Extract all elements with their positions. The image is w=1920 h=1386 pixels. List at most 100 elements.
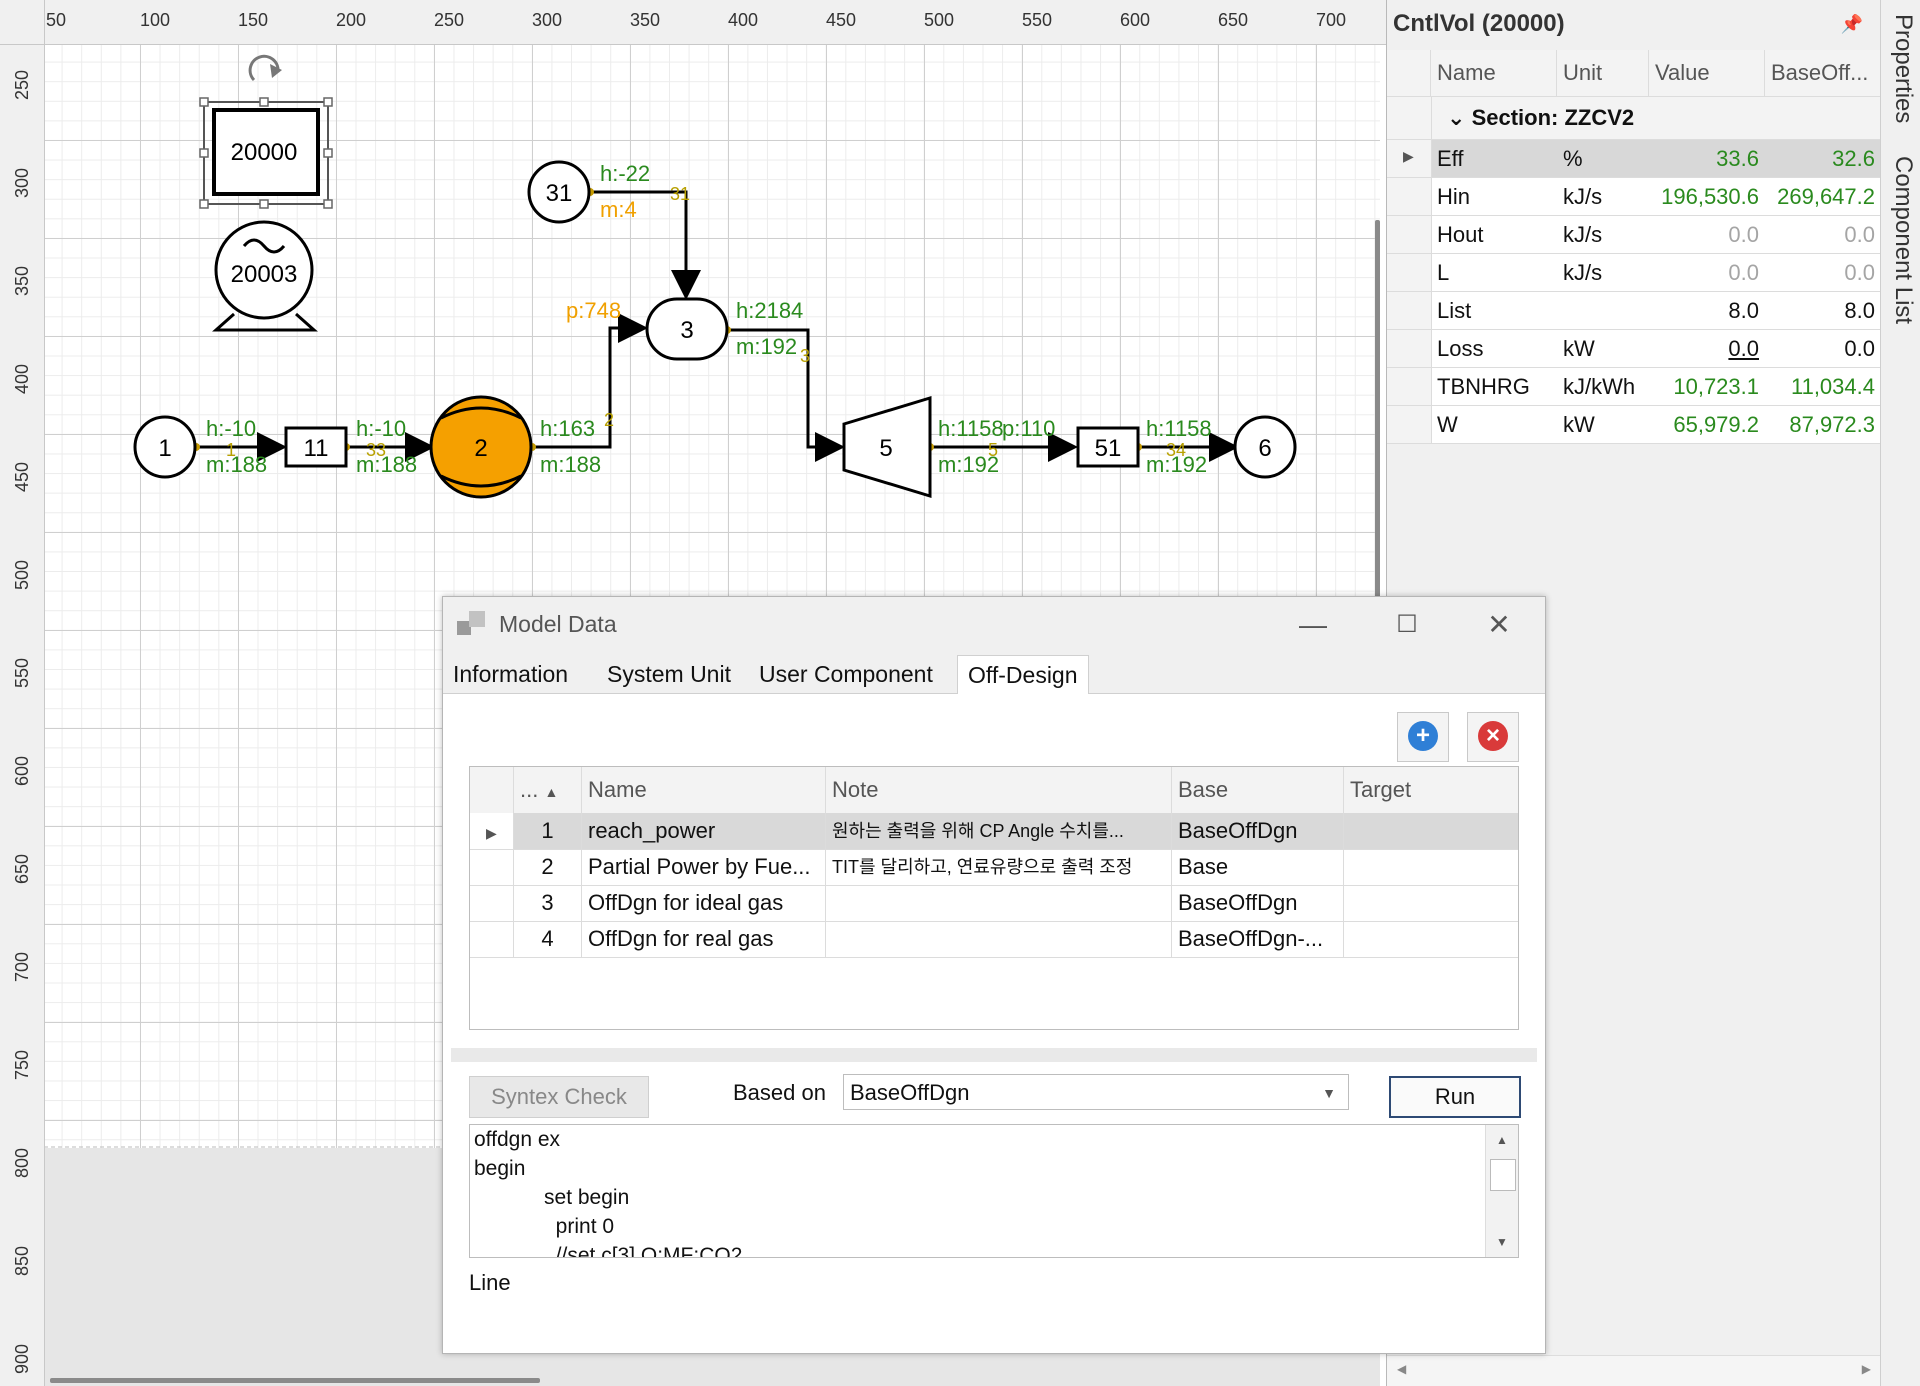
row-note[interactable]	[826, 921, 1172, 957]
property-row[interactable]: Hout kJ/s 0.0 0.0	[1387, 216, 1881, 254]
row-target[interactable]	[1344, 813, 1518, 849]
row-name[interactable]: reach_power	[582, 813, 826, 849]
stream-31-massflow: m:4	[600, 197, 637, 222]
close-icon[interactable]: ✕	[1487, 609, 1511, 640]
property-row[interactable]: W kW 65,979.2 87,972.3	[1387, 406, 1881, 444]
column-header-name[interactable]: Name	[1431, 50, 1557, 96]
component-node-51[interactable]: 51	[1076, 426, 1140, 468]
off-design-panel: + × ... ▲ Name Note Base Target ▶ 1 reac…	[443, 694, 1545, 1353]
table-row[interactable]: 3 OffDgn for ideal gas BaseOffDgn	[470, 885, 1518, 922]
table-row[interactable]: 4 OffDgn for real gas BaseOffDgn-...	[470, 921, 1518, 958]
scroll-left-icon[interactable]: ◀	[1397, 1362, 1407, 1376]
row-note[interactable]: 원하는 출력을 위해 CP Angle 수치를...	[826, 813, 1172, 849]
row-name[interactable]: Partial Power by Fue...	[582, 849, 826, 885]
chevron-down-icon[interactable]: ⌄	[1447, 105, 1466, 130]
minimize-icon[interactable]: —	[1299, 609, 1327, 640]
tab-off-design[interactable]: Off-Design	[957, 655, 1089, 695]
scroll-down-icon[interactable]: ▼	[1496, 1235, 1508, 1249]
node-label-51: 51	[1095, 435, 1122, 462]
property-row[interactable]: ▶ Eff % 33.6 32.6	[1387, 140, 1881, 178]
row-base[interactable]: Base	[1172, 849, 1344, 885]
stream-33-massflow: m:188	[356, 452, 417, 477]
add-button[interactable]: +	[1397, 712, 1449, 762]
column-header-note[interactable]: Note	[826, 767, 1172, 813]
property-name: List	[1437, 298, 1472, 323]
row-name[interactable]: OffDgn for real gas	[582, 921, 826, 957]
row-base[interactable]: BaseOffDgn	[1172, 813, 1344, 849]
ruler-tick-label: 800	[12, 1147, 32, 1178]
script-vertical-scrollbar[interactable]: ▲ ▼	[1485, 1125, 1518, 1257]
table-row[interactable]: ▶ 1 reach_power 원하는 출력을 위해 CP Angle 수치를.…	[470, 813, 1518, 850]
sort-ascending-icon: ▲	[544, 784, 559, 800]
property-unit: kJ/s	[1563, 222, 1603, 247]
scroll-up-icon[interactable]: ▲	[1496, 1133, 1508, 1147]
property-row[interactable]: TBNHRG kJ/kWh 10,723.1 11,034.4	[1387, 368, 1881, 406]
node-label-3: 3	[680, 317, 693, 344]
row-base[interactable]: BaseOffDgn-...	[1172, 921, 1344, 957]
row-note[interactable]: TIT를 달리하고, 연료유량으로 출력 조정	[826, 849, 1172, 885]
row-indent: ▶	[470, 813, 514, 849]
syntax-check-button[interactable]: Syntex Check	[469, 1076, 649, 1118]
run-button[interactable]: Run	[1389, 1076, 1521, 1118]
turbine-node-5[interactable]: 5	[842, 395, 932, 499]
source-node-31[interactable]: 31	[527, 160, 591, 224]
pin-icon[interactable]: 📌	[1840, 14, 1863, 34]
row-name[interactable]: OffDgn for ideal gas	[582, 885, 826, 921]
combustor-node-3[interactable]: 3	[645, 297, 729, 361]
scroll-right-icon[interactable]: ▶	[1861, 1362, 1871, 1376]
canvas-horizontal-scrollbar[interactable]	[50, 1378, 540, 1383]
generator-20003[interactable]: 20003	[212, 220, 318, 332]
column-header-number[interactable]: ... ▲	[514, 767, 582, 813]
column-header-baseoff[interactable]: BaseOff...	[1765, 50, 1881, 96]
row-target[interactable]	[1344, 849, 1518, 885]
column-header-target[interactable]: Target	[1350, 777, 1412, 802]
property-unit: kJ/s	[1563, 260, 1603, 285]
flowsheet-diagram[interactable]: 20000 20003	[0, 0, 1386, 1386]
tab-properties[interactable]: Properties	[1890, 14, 1917, 124]
node-label-20003: 20003	[231, 261, 298, 288]
tab-component-list[interactable]: Component List	[1890, 156, 1917, 325]
rotate-handle-icon[interactable]	[248, 54, 282, 82]
canvas-vertical-scrollbar[interactable]	[1375, 220, 1380, 600]
row-note[interactable]	[826, 885, 1172, 921]
section-row[interactable]: ⌄ Section: ZZCV2	[1387, 97, 1881, 140]
column-header-base[interactable]: Base	[1172, 767, 1344, 813]
column-header-unit[interactable]: Unit	[1557, 50, 1649, 96]
maximize-icon[interactable]: ☐	[1396, 611, 1418, 638]
control-volume-20000[interactable]: 20000	[199, 97, 333, 209]
ruler-tick-label: 400	[728, 10, 759, 30]
column-header-name[interactable]: Name	[582, 767, 826, 813]
property-row[interactable]: Hin kJ/s 196,530.6 269,647.2	[1387, 178, 1881, 216]
row-target[interactable]	[1344, 921, 1518, 957]
tab-system-unit[interactable]: System Unit	[607, 661, 731, 687]
row-expand-icon[interactable]: ▶	[1403, 148, 1414, 164]
source-node-1[interactable]: 1	[133, 415, 197, 479]
scroll-thumb[interactable]	[1490, 1159, 1516, 1191]
stream-1-massflow: m:188	[206, 452, 267, 477]
compressor-node-2[interactable]: 2	[429, 395, 533, 499]
component-node-11[interactable]: 11	[284, 426, 348, 468]
node-label-6: 6	[1258, 435, 1271, 462]
stream-3-id: 3	[800, 346, 810, 366]
tab-information[interactable]: Information	[453, 661, 569, 687]
side-tab-strip: Properties Component List	[1880, 0, 1920, 1386]
stream-31-id: 31	[670, 184, 690, 204]
delete-button[interactable]: ×	[1467, 712, 1519, 762]
row-target[interactable]	[1344, 885, 1518, 921]
property-name: W	[1437, 412, 1458, 437]
sink-node-6[interactable]: 6	[1233, 415, 1297, 479]
row-base[interactable]: BaseOffDgn	[1172, 885, 1344, 921]
tab-user-component[interactable]: User Component	[759, 661, 933, 687]
property-row[interactable]: List 8.0 8.0	[1387, 292, 1881, 330]
property-row[interactable]: Loss kW 0.0 0.0	[1387, 330, 1881, 368]
script-editor[interactable]: offdgn ex begin set begin print 0 //set …	[469, 1124, 1519, 1258]
based-on-dropdown[interactable]: BaseOffDgn ▼	[843, 1074, 1349, 1110]
splitter[interactable]	[451, 1048, 1537, 1062]
column-header-value[interactable]: Value	[1649, 50, 1765, 96]
script-text[interactable]: offdgn ex begin set begin print 0 //set …	[474, 1128, 743, 1258]
property-name: TBNHRG	[1437, 374, 1530, 399]
table-row[interactable]: 2 Partial Power by Fue... TIT를 달리하고, 연료유…	[470, 849, 1518, 886]
property-row[interactable]: L kJ/s 0.0 0.0	[1387, 254, 1881, 292]
properties-horizontal-scrollbar[interactable]: ◀ ▶	[1387, 1355, 1881, 1386]
stream-3-pressure: p:748	[566, 298, 621, 323]
